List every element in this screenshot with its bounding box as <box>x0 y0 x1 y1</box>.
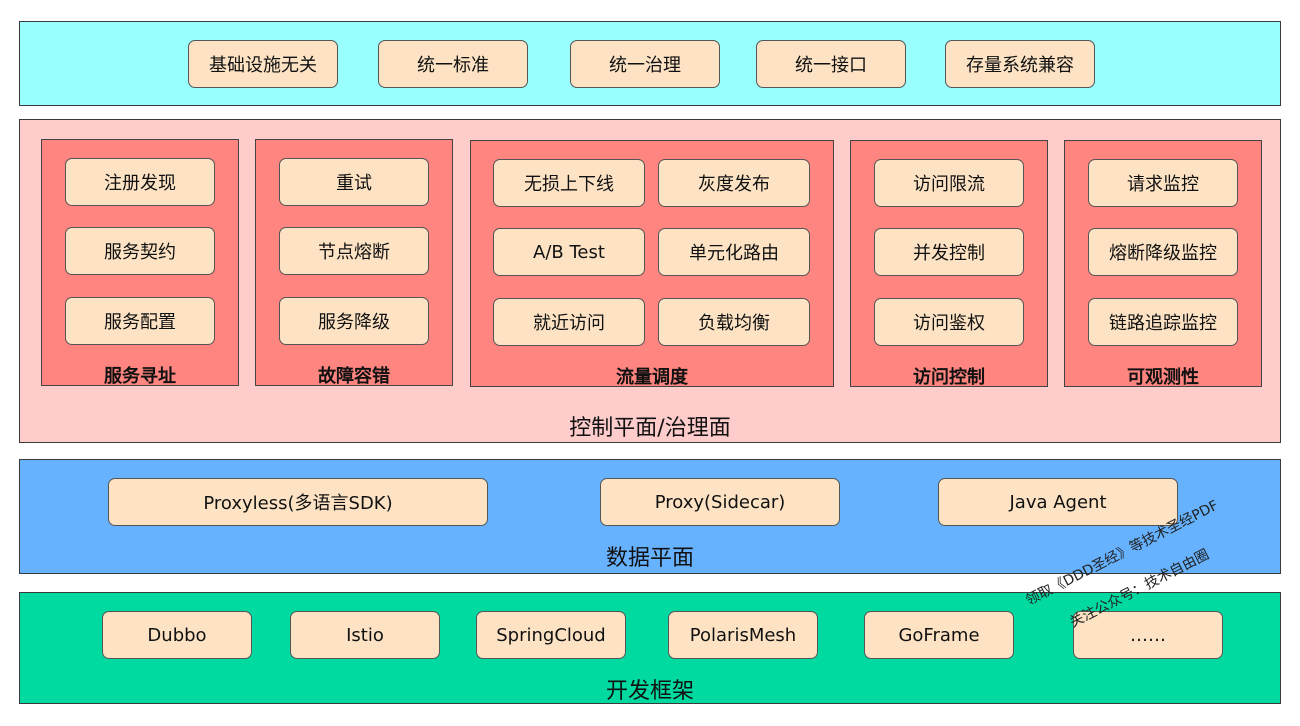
data-plane-layer: Proxyless(多语言SDK) Proxy(Sidecar) Java Ag… <box>19 459 1281 574</box>
group-title: 访问控制 <box>913 367 985 388</box>
group-fault-tolerance: 重试 节点熔断 服务降级 故障容错 <box>255 139 453 387</box>
control-plane-layer: 注册发现 服务契约 服务配置 服务寻址 重试 节点熔断 服务降级 故障容错 无损… <box>19 119 1281 443</box>
item-graceful-online-offline[interactable]: 无损上下线 <box>493 159 645 207</box>
group-access-control: 访问限流 并发控制 访问鉴权 访问控制 <box>850 140 1048 388</box>
item-circuit-degrade-monitoring[interactable]: 熔断降级监控 <box>1088 228 1238 276</box>
item-concurrency-control[interactable]: 并发控制 <box>874 228 1024 276</box>
item-unified-standard[interactable]: 统一标准 <box>378 40 528 88</box>
item-nearby-access[interactable]: 就近访问 <box>493 298 645 346</box>
item-service-degrade[interactable]: 服务降级 <box>279 297 429 345</box>
item-proxyless-sdk[interactable]: Proxyless(多语言SDK) <box>108 478 488 526</box>
item-request-monitoring[interactable]: 请求监控 <box>1088 159 1238 207</box>
item-unified-governance[interactable]: 统一治理 <box>570 40 720 88</box>
item-load-balancing[interactable]: 负载均衡 <box>658 298 810 346</box>
group-service-addressing: 注册发现 服务契约 服务配置 服务寻址 <box>41 139 239 387</box>
item-proxy-sidecar[interactable]: Proxy(Sidecar) <box>600 478 840 526</box>
item-more[interactable]: …… <box>1073 611 1223 659</box>
group-traffic-scheduling: 无损上下线 灰度发布 A/B Test 单元化路由 就近访问 负载均衡 流量调度 <box>470 140 834 388</box>
item-access-auth[interactable]: 访问鉴权 <box>874 298 1024 346</box>
item-rate-limiting[interactable]: 访问限流 <box>874 159 1024 207</box>
item-goframe[interactable]: GoFrame <box>864 611 1014 659</box>
data-plane-label: 数据平面 <box>605 546 694 571</box>
item-retry[interactable]: 重试 <box>279 158 429 206</box>
item-dubbo[interactable]: Dubbo <box>102 611 252 659</box>
item-service-contract[interactable]: 服务契约 <box>65 227 215 275</box>
item-istio[interactable]: Istio <box>290 611 440 659</box>
item-java-agent[interactable]: Java Agent <box>938 478 1178 526</box>
frameworks-layer: Dubbo Istio SpringCloud PolarisMesh GoFr… <box>19 592 1281 704</box>
top-layer: 基础设施无关 统一标准 统一治理 统一接口 存量系统兼容 <box>19 21 1281 106</box>
item-canary-release[interactable]: 灰度发布 <box>658 159 810 207</box>
item-legacy-compatibility[interactable]: 存量系统兼容 <box>945 40 1095 88</box>
item-unified-interface[interactable]: 统一接口 <box>756 40 906 88</box>
item-tracing-monitoring[interactable]: 链路追踪监控 <box>1088 298 1238 346</box>
group-title: 故障容错 <box>318 366 390 387</box>
item-ab-test[interactable]: A/B Test <box>493 228 645 276</box>
item-service-config[interactable]: 服务配置 <box>65 297 215 345</box>
group-title: 可观测性 <box>1127 367 1199 388</box>
item-springcloud[interactable]: SpringCloud <box>476 611 626 659</box>
item-infrastructure-agnostic[interactable]: 基础设施无关 <box>188 40 338 88</box>
item-registry-discovery[interactable]: 注册发现 <box>65 158 215 206</box>
group-observability: 请求监控 熔断降级监控 链路追踪监控 可观测性 <box>1064 140 1262 388</box>
frameworks-label: 开发框架 <box>605 679 694 704</box>
item-unit-routing[interactable]: 单元化路由 <box>658 228 810 276</box>
group-title: 流量调度 <box>616 367 688 388</box>
item-node-circuit-break[interactable]: 节点熔断 <box>279 227 429 275</box>
group-title: 服务寻址 <box>104 366 176 387</box>
item-polarismesh[interactable]: PolarisMesh <box>668 611 818 659</box>
control-plane-label: 控制平面/治理面 <box>569 416 731 441</box>
